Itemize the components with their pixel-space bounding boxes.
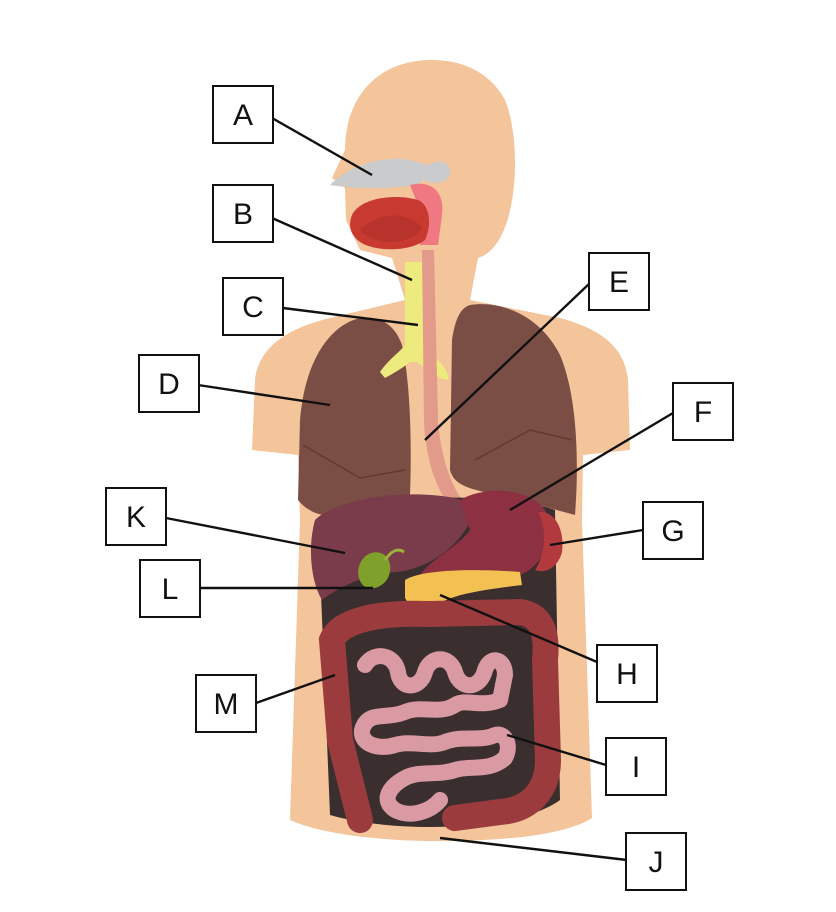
leader-a bbox=[271, 116, 373, 177]
label-a-text: A bbox=[233, 99, 253, 132]
nasal-cavity bbox=[330, 158, 451, 189]
leader-h bbox=[439, 593, 598, 664]
lung-fissure-left bbox=[474, 429, 573, 461]
pancreas bbox=[405, 570, 522, 609]
label-e: E bbox=[588, 252, 650, 311]
esophagus bbox=[422, 250, 462, 505]
label-b: B bbox=[212, 184, 274, 243]
lung-fissure-right bbox=[302, 444, 406, 479]
leader-i bbox=[506, 733, 607, 767]
gallbladder bbox=[358, 552, 391, 589]
bile-duct bbox=[383, 548, 405, 561]
label-f-text: F bbox=[694, 396, 712, 429]
head-organs bbox=[330, 158, 451, 250]
leader-c bbox=[282, 306, 419, 327]
stomach bbox=[420, 490, 549, 582]
label-m: M bbox=[195, 674, 257, 733]
trachea-group bbox=[380, 262, 449, 380]
label-d-text: D bbox=[158, 368, 180, 401]
small-intestine bbox=[354, 648, 516, 822]
label-f: F bbox=[672, 382, 734, 441]
label-i: I bbox=[605, 737, 667, 796]
label-g-text: G bbox=[661, 515, 684, 548]
label-g: G bbox=[642, 501, 704, 560]
leader-lines bbox=[165, 116, 674, 862]
large-intestine bbox=[318, 598, 562, 833]
label-e-text: E bbox=[609, 266, 629, 299]
label-i-text: I bbox=[632, 751, 640, 784]
leader-g bbox=[549, 528, 644, 547]
leader-e bbox=[424, 282, 591, 441]
leader-k bbox=[165, 516, 346, 555]
leader-f bbox=[509, 411, 674, 512]
leader-b bbox=[271, 216, 413, 282]
left-lung bbox=[450, 304, 577, 515]
label-d: D bbox=[138, 354, 200, 413]
leader-m bbox=[255, 673, 336, 705]
tongue bbox=[360, 215, 422, 243]
label-k: K bbox=[105, 487, 167, 546]
label-h: H bbox=[596, 644, 658, 703]
label-j: J bbox=[625, 832, 687, 891]
spleen bbox=[535, 511, 563, 572]
label-m-text: M bbox=[214, 688, 239, 721]
label-l: L bbox=[139, 559, 201, 618]
label-l-text: L bbox=[162, 573, 179, 606]
label-k-text: K bbox=[126, 501, 146, 534]
label-b-text: B bbox=[233, 198, 253, 231]
right-lung bbox=[298, 317, 411, 516]
leader-j bbox=[439, 836, 628, 862]
lungs bbox=[298, 304, 577, 516]
leader-d bbox=[197, 383, 331, 407]
label-h-text: H bbox=[616, 658, 638, 691]
liver bbox=[310, 494, 475, 600]
label-c-text: C bbox=[242, 291, 264, 324]
label-c: C bbox=[222, 277, 284, 336]
small-intestine-coils bbox=[354, 648, 516, 822]
label-j-text: J bbox=[649, 846, 664, 879]
label-a: A bbox=[212, 85, 274, 144]
trachea bbox=[380, 262, 449, 380]
